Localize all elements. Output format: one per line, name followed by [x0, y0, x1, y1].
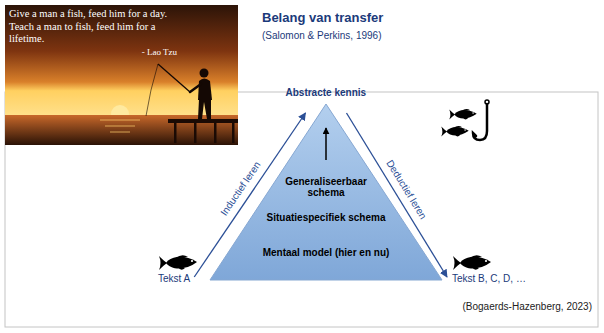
fish-icon	[441, 126, 468, 137]
layer-label: Mentaal model (hier en nu)	[263, 247, 390, 258]
triangle-outline	[210, 104, 442, 280]
source-caption: (Bogaerds-Hazenberg, 2023)	[462, 301, 592, 312]
node-label: Tekst A	[158, 273, 190, 284]
fish-icon	[453, 255, 491, 270]
hook-eye	[485, 100, 489, 104]
sunset-photo	[5, 5, 238, 145]
fishing-hook	[473, 104, 487, 140]
fish-icon	[449, 109, 476, 120]
quote-author: - Lao Tzu	[9, 47, 177, 57]
diagram-title: Belang van transfer	[262, 10, 383, 25]
frame-border	[5, 92, 598, 327]
apex-label: Abstracte kennis	[286, 87, 367, 98]
text-node: Tekst A	[158, 273, 190, 284]
node-label: Tekst B, C, D, …	[452, 273, 526, 284]
source-citation: (Salomon & Perkins, 1996)	[262, 30, 382, 41]
layer-label: Situatiespecifiek schema	[267, 212, 386, 223]
layer-label: Generaliseerbaar schema	[284, 176, 368, 198]
quote-text: Give a man a fish, feed him for a day. T…	[9, 8, 177, 46]
up-arrow	[325, 128, 327, 160]
text-node: Tekst B, C, D, …	[452, 273, 526, 284]
fish-icon	[159, 255, 197, 270]
